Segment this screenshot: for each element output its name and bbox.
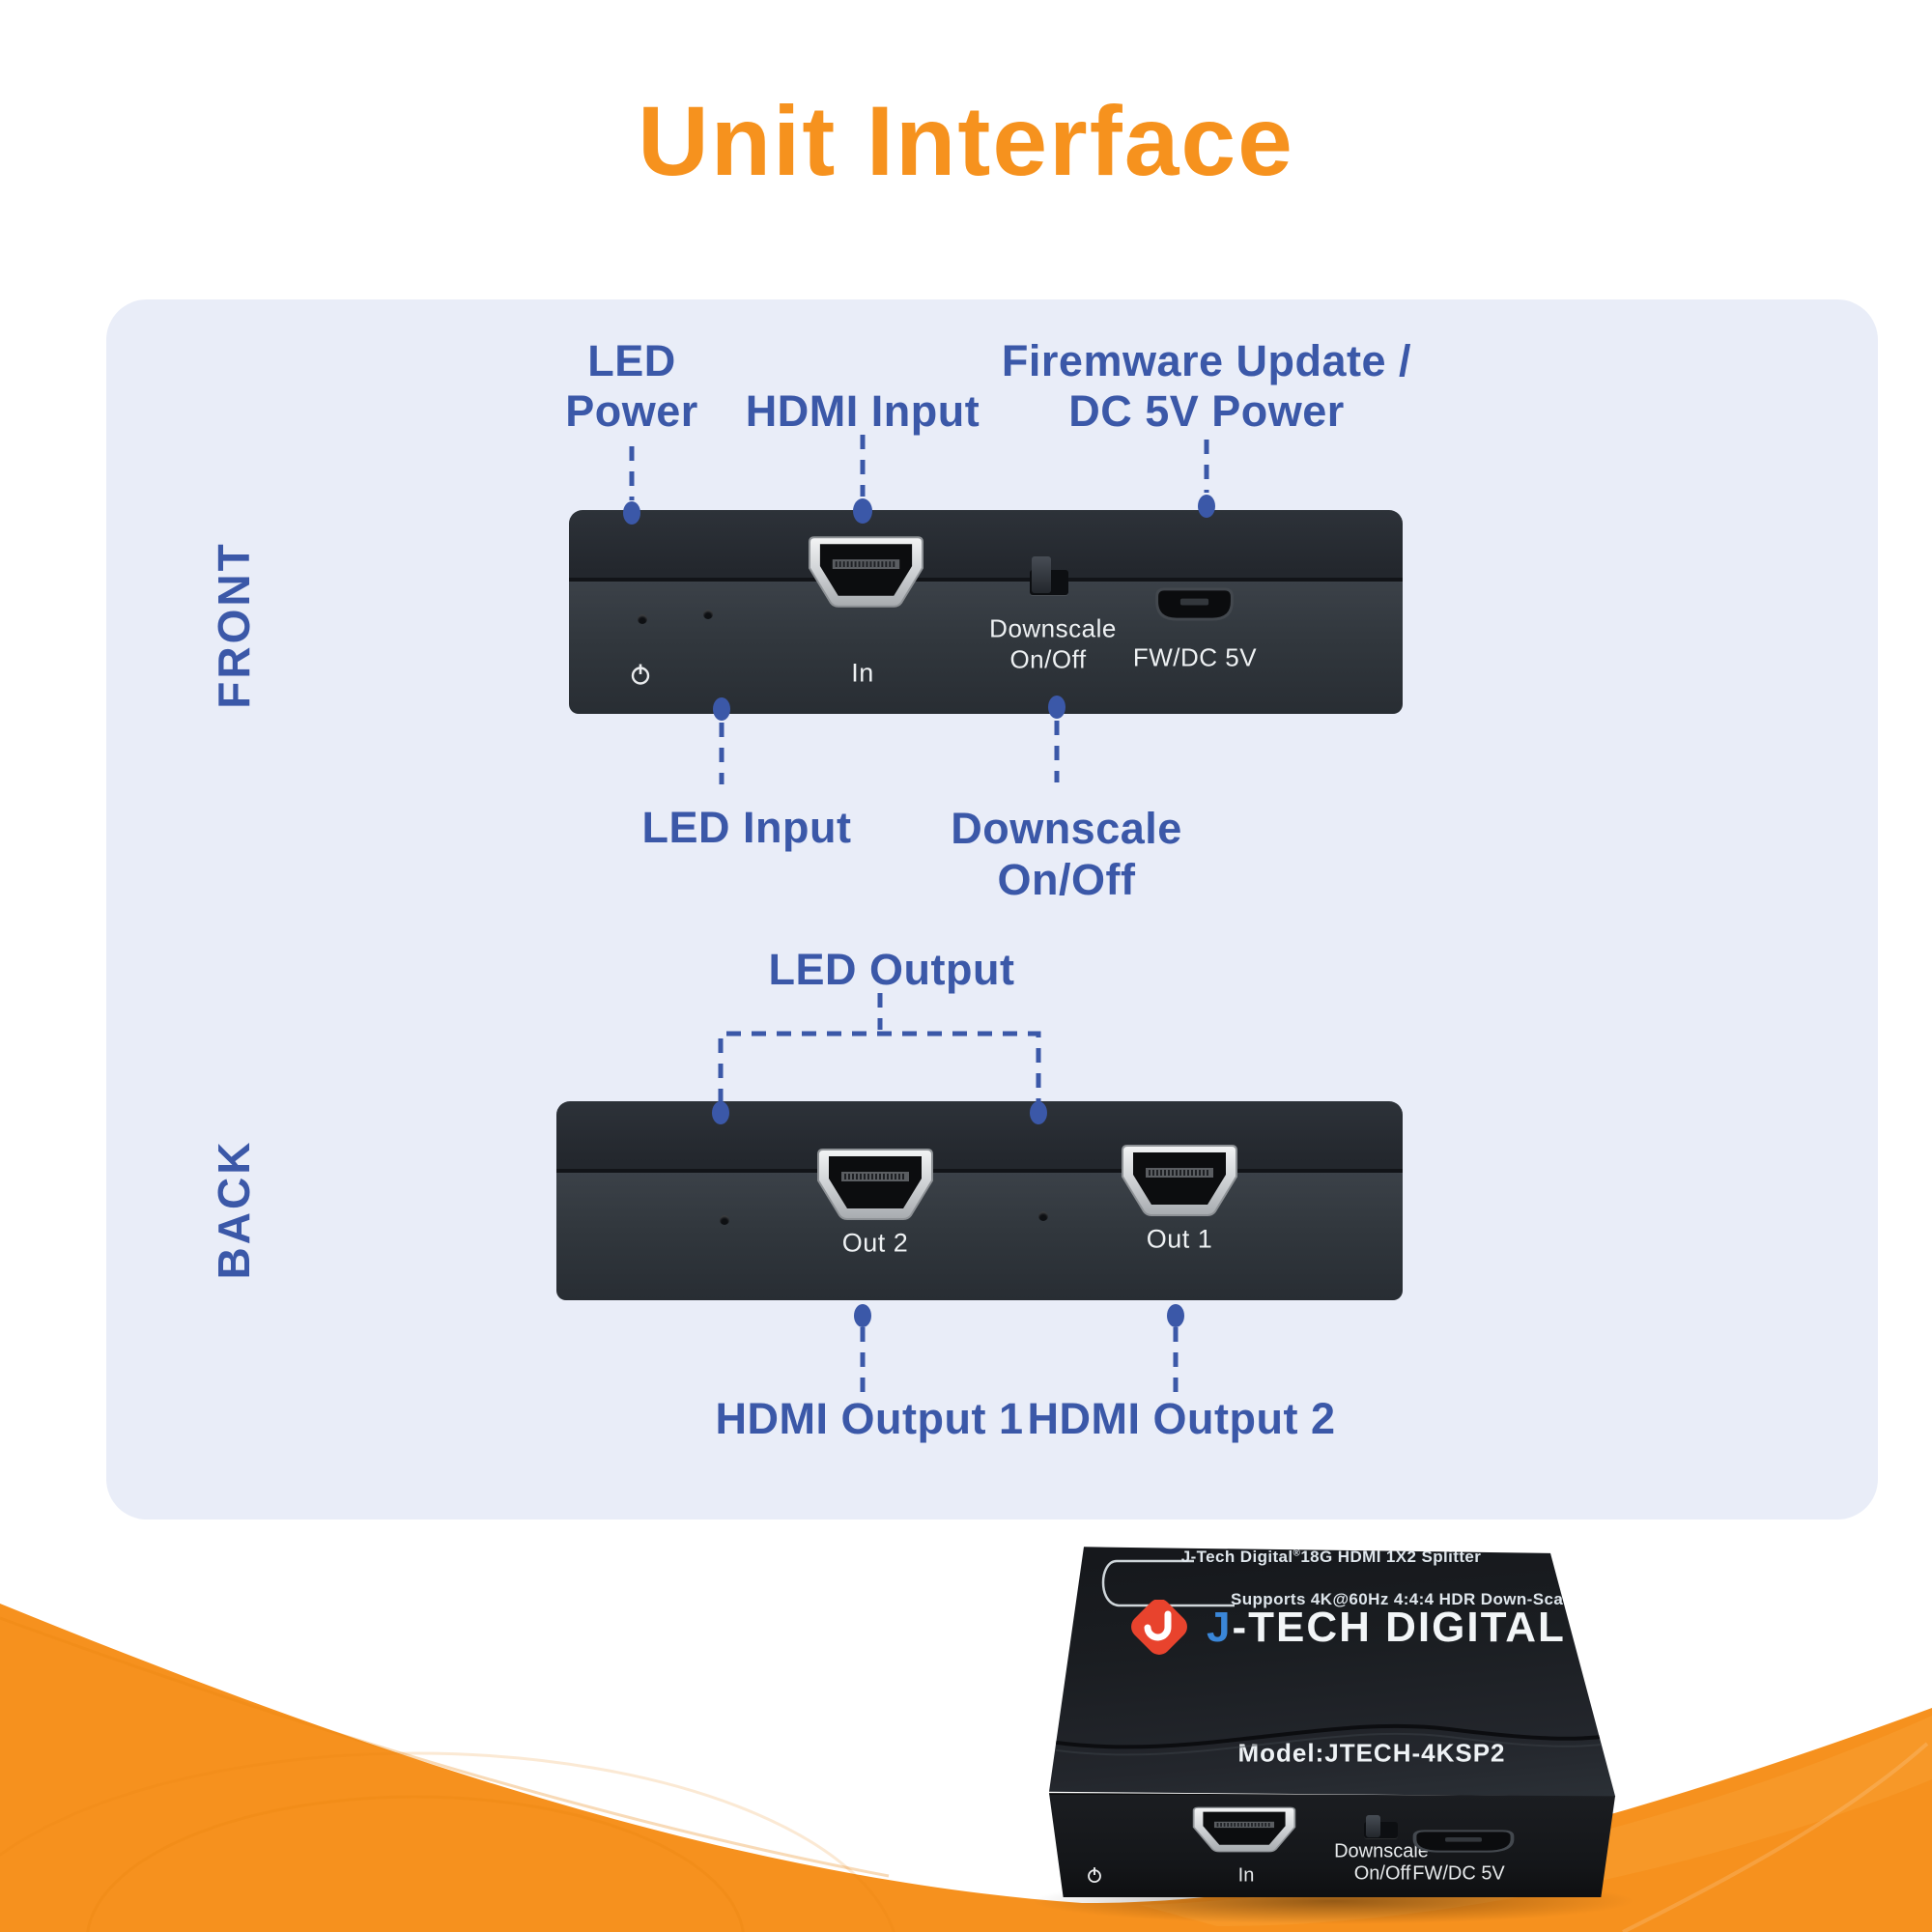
product-top-text-1: J-Tech Digital®18G HDMI 1X2 Splitter xyxy=(1181,1548,1482,1567)
power-icon xyxy=(629,663,652,686)
hdmi-input-port-icon xyxy=(807,535,925,609)
diagram-panel xyxy=(106,299,1878,1520)
out1-port-label: Out 1 xyxy=(1146,1224,1213,1254)
in-port-label: In xyxy=(851,658,874,688)
page-title: Unit Interface xyxy=(638,86,1294,196)
out2-port-label: Out 2 xyxy=(841,1228,909,1258)
input-led-indicator xyxy=(703,610,713,619)
product-in-label: In xyxy=(1237,1864,1255,1887)
front-side-label: FRONT xyxy=(209,541,259,709)
callout-led-input: LED Input xyxy=(641,803,852,852)
callout-firmware-line1: Firemware Update / xyxy=(1001,336,1412,385)
callout-downscale-line2: On/Off xyxy=(997,855,1136,904)
product-downscale-label-line2: On/Off xyxy=(1353,1862,1411,1885)
back-device-photo: Out 2 Out 1 xyxy=(556,1101,1403,1300)
product-top-text-1-name: J-Tech Digital xyxy=(1180,1548,1293,1566)
device-downscale-label-line2: On/Off xyxy=(1009,644,1087,674)
front-device-photo: In Downscale On/Off FW/DC 5V xyxy=(569,510,1403,714)
device-downscale-label-line1: Downscale xyxy=(989,613,1117,643)
output2-led-indicator xyxy=(720,1215,729,1225)
callout-led-power-line1: LED xyxy=(587,336,676,385)
product-top-face: J-Tech Digital®18G HDMI 1X2 Splitter Sup… xyxy=(1049,1547,1616,1797)
product-front-face: In Downscale On/Off FW/DC 5V xyxy=(1049,1793,1615,1897)
callout-hdmi-input: HDMI Input xyxy=(745,386,980,436)
hdmi-out1-port-icon xyxy=(1120,1144,1239,1217)
callout-led-power-line2: Power xyxy=(565,386,698,436)
product-fw-dc-label: FW/DC 5V xyxy=(1412,1862,1505,1885)
callout-hdmi-output-2: HDMI Output 2 xyxy=(1027,1394,1336,1443)
callout-firmware-line2: DC 5V Power xyxy=(1068,386,1345,436)
output1-led-indicator xyxy=(1038,1211,1048,1221)
power-led-indicator xyxy=(638,614,647,624)
front-device-top-edge xyxy=(569,510,1403,582)
callout-downscale-line1: Downscale xyxy=(951,804,1182,853)
product-photo: J-Tech Digital®18G HDMI 1X2 Splitter Sup… xyxy=(1029,1542,1637,1932)
registered-mark: ® xyxy=(1293,1548,1301,1559)
device-fw-dc-label: FW/DC 5V xyxy=(1132,642,1258,672)
hdmi-input-port-icon xyxy=(1191,1806,1297,1853)
product-top-text-2: Supports 4K@60Hz 4:4:4 HDR Down-Scaling xyxy=(1230,1590,1595,1608)
brand-registered-mark: ® xyxy=(1578,1605,1590,1623)
micro-usb-port-icon xyxy=(1412,1830,1515,1853)
brand-j: J xyxy=(1207,1604,1233,1651)
brand-wordmark: J-TECH DIGITAL xyxy=(1207,1604,1566,1652)
product-downscale-label-line1: Downscale xyxy=(1334,1840,1429,1862)
micro-usb-port-icon xyxy=(1154,587,1235,621)
hdmi-out2-port-icon xyxy=(815,1148,935,1221)
jtech-logo-icon xyxy=(1125,1600,1193,1656)
power-icon xyxy=(1086,1866,1103,1884)
jtech-brand-logo: J-TECH DIGITAL ® xyxy=(1125,1600,1590,1656)
downscale-switch-knob xyxy=(1032,556,1051,593)
front-device-face xyxy=(569,582,1403,714)
back-device-face xyxy=(556,1173,1403,1300)
callout-led-output: LED Output xyxy=(768,945,1015,994)
brand-name: -TECH DIGITAL xyxy=(1232,1604,1566,1651)
downscale-switch-knob xyxy=(1366,1815,1380,1837)
orange-wave-background xyxy=(0,1604,1932,1932)
product-top-text-1-suffix: 18G HDMI 1X2 Splitter xyxy=(1300,1548,1482,1566)
label-bracket-lines xyxy=(1101,1559,1235,1607)
callout-hdmi-output-1: HDMI Output 1 xyxy=(715,1394,1024,1443)
back-side-label: BACK xyxy=(209,1139,259,1280)
case-seam-wave xyxy=(1049,1723,1616,1756)
back-device-top-edge xyxy=(556,1101,1403,1173)
